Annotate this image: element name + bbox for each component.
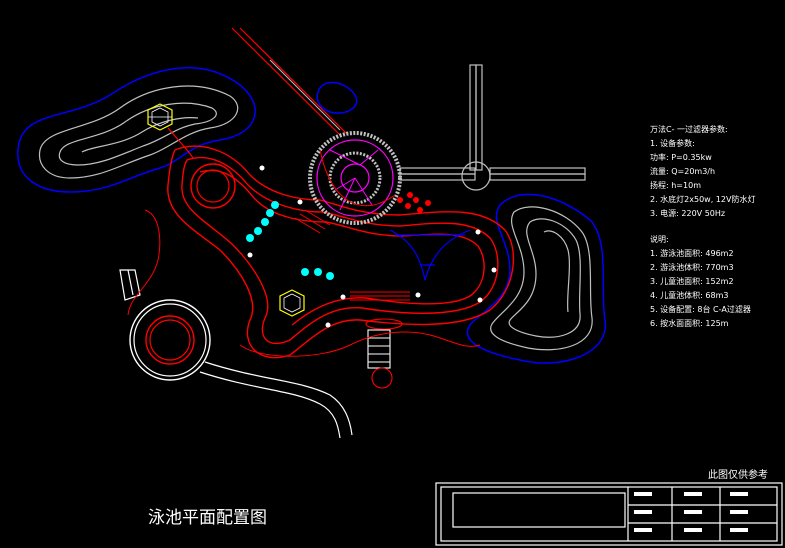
hexagon-pavilion-top bbox=[147, 103, 173, 131]
loungers bbox=[247, 165, 497, 328]
title-block-labels bbox=[634, 492, 748, 532]
spec-line: 功率: P=0.35kw bbox=[650, 152, 712, 162]
small-round-pool bbox=[190, 163, 236, 209]
hexagon-walkway bbox=[167, 127, 194, 159]
filter-room bbox=[365, 318, 403, 389]
note-line: 6. 按水面面积: 125m bbox=[650, 318, 729, 328]
note-line: 5. 设备配置: 8台 C-A过滤器 bbox=[650, 304, 751, 314]
hexagon-pavilion-bottom bbox=[279, 289, 305, 317]
drawing-title: 泳池平面配置图 bbox=[148, 508, 267, 528]
small-island bbox=[316, 81, 358, 114]
diagonal-road bbox=[231, 27, 349, 136]
cross-path bbox=[399, 64, 586, 191]
spec-line: 扬程: h=10m bbox=[650, 180, 701, 190]
round-plaza bbox=[308, 131, 402, 225]
boundary-lines bbox=[127, 209, 481, 357]
notes-block: 说明: 1. 游泳池面积: 496m2 2. 游泳池体积: 770m3 3. 儿… bbox=[650, 234, 751, 328]
flower-cluster bbox=[397, 192, 431, 213]
spec-line: 流量: Q=20m3/h bbox=[650, 166, 715, 176]
notes-heading: 说明: bbox=[650, 234, 669, 244]
left-island bbox=[17, 67, 256, 193]
spec-line: 2. 水底灯2x50w, 12V防水灯 bbox=[650, 194, 755, 204]
note-line: 1. 游泳池面积: 496m2 bbox=[650, 248, 734, 258]
spec-block: 万法C- 一过滤器参数: 1. 设备参数: 功率: P=0.35kw 流量: Q… bbox=[650, 124, 755, 218]
note-line: 2. 游泳池体积: 770m3 bbox=[650, 262, 734, 272]
spec-line: 3. 电源: 220V 50Hz bbox=[650, 208, 725, 218]
curved-walkway bbox=[119, 269, 353, 439]
title-block bbox=[435, 482, 783, 546]
circle-plaza bbox=[129, 299, 211, 381]
blue-bridge bbox=[389, 229, 471, 281]
right-island bbox=[466, 193, 606, 364]
note-line: 4. 儿童池体积: 68m3 bbox=[650, 290, 728, 300]
spec-heading: 万法C- 一过滤器参数: bbox=[650, 124, 728, 134]
spec-line: 1. 设备参数: bbox=[650, 138, 695, 148]
note-line: 3. 儿童池面积: 152m2 bbox=[650, 276, 734, 286]
deck-stripes bbox=[294, 209, 410, 301]
reference-note: 此图仅供参考 bbox=[708, 468, 768, 481]
trees bbox=[246, 201, 334, 280]
